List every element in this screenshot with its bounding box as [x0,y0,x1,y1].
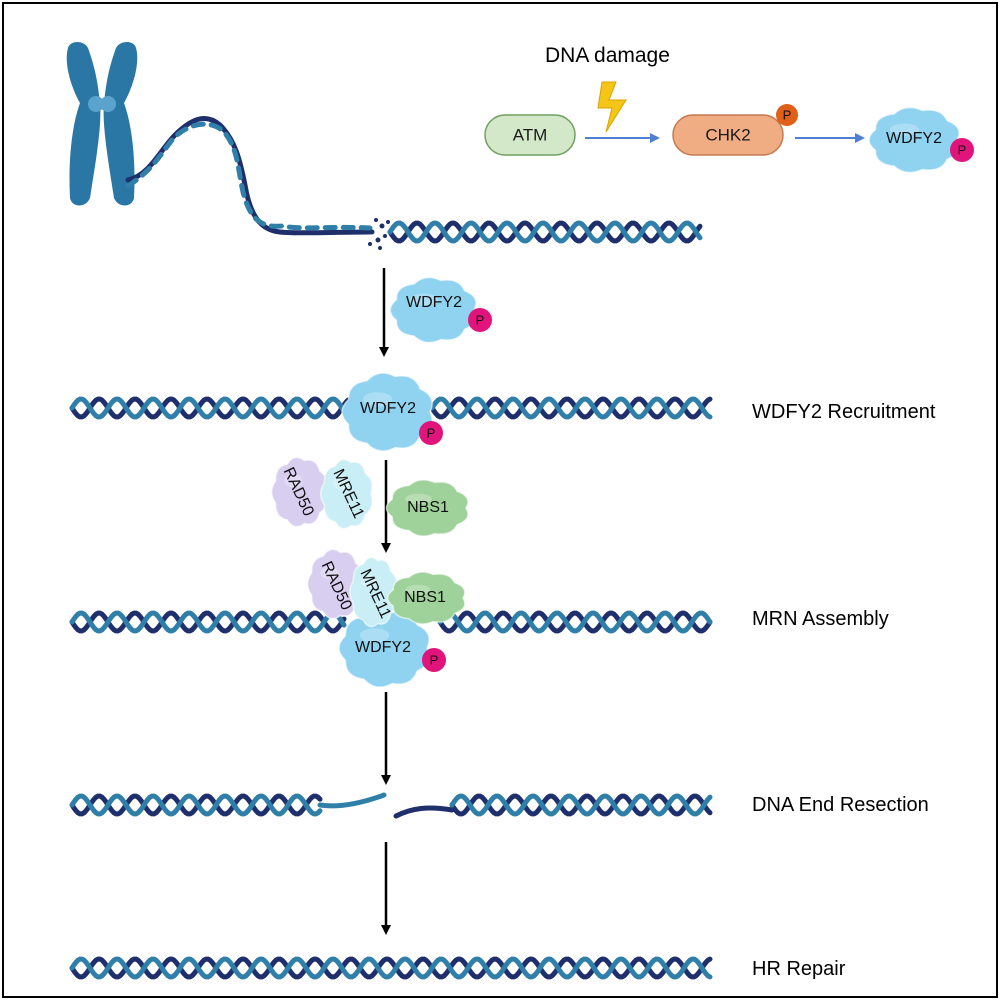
wdfy2-mrn-label: WDFY2 [355,639,411,656]
wdfy2-free-phospho-label: P [476,312,485,327]
dna-helix-top [387,220,703,244]
nbs1-bound-label: NBS1 [404,589,446,606]
stage-label-recruitment: WDFY2 Recruitment [752,401,936,423]
damage-signal: DNA damage [545,44,670,133]
damage-label: DNA damage [545,44,670,67]
resected-end-left [317,792,387,809]
chk2-phospho-icon [776,104,798,126]
resected-end-right [393,805,455,819]
chk2-phospho-label: P [783,107,792,122]
chk2-node: CHK2 P [672,104,798,156]
stage-label-hr-repair: HR Repair [752,958,846,980]
wdfy2-recruited-label: WDFY2 [360,400,416,417]
dna-break-dots [368,218,390,250]
wdfy2-pathway-phospho-icon [950,138,974,162]
chromosome-icon [66,42,138,206]
dna-helix-recruit-left [69,396,353,420]
wdfy2-mrn-phospho-label: P [430,652,439,667]
nbs1-bound-protein: NBS1 [386,571,466,625]
rad50-bound-protein: RAD50 [306,548,365,620]
mre11-free-protein: MRE11 [319,458,373,530]
dna-helix-repaired [69,956,713,980]
nbs1-free-label: NBS1 [407,499,449,516]
wdfy2-free-label: WDFY2 [406,294,462,311]
wdfy2-free-protein: WDFY2 P [389,276,492,344]
dna-helix-recruit-right [429,396,713,420]
chromatin-strand [125,116,373,236]
lightning-icon [597,81,627,133]
stage-label-end-resection: DNA End Resection [752,794,929,816]
wdfy2-pathway-phospho-label: P [958,142,967,157]
wdfy2-pathway-label: WDFY2 [886,130,942,147]
wdfy2-pathway-node: WDFY2 P [868,106,974,174]
dna-helix-resection-right [449,793,713,817]
stage-label-mrn-assembly: MRN Assembly [752,608,889,630]
chk2-label: CHK2 [705,125,750,144]
wdfy2-recruited-protein: WDFY2 P [341,372,443,452]
wdfy2-recruited-phospho-icon [419,421,443,445]
dna-helix-mrn-left [69,610,347,634]
atm-label: ATM [513,125,548,144]
wdfy2-mrn-protein: WDFY2 P [338,608,446,688]
rad50-free-protein: RAD50 [270,456,329,528]
dna-helix-mrn-right [437,610,713,634]
nbs1-free-protein: NBS1 [385,479,469,537]
wdfy2-mrn-phospho-icon [422,648,446,672]
dna-helix-resection-left [69,793,323,817]
mre11-bound-protein: MRE11 [349,556,398,628]
wdfy2-recruited-phospho-label: P [427,425,436,440]
atm-node: ATM [484,114,576,156]
wdfy2-free-phospho-icon [468,308,492,332]
